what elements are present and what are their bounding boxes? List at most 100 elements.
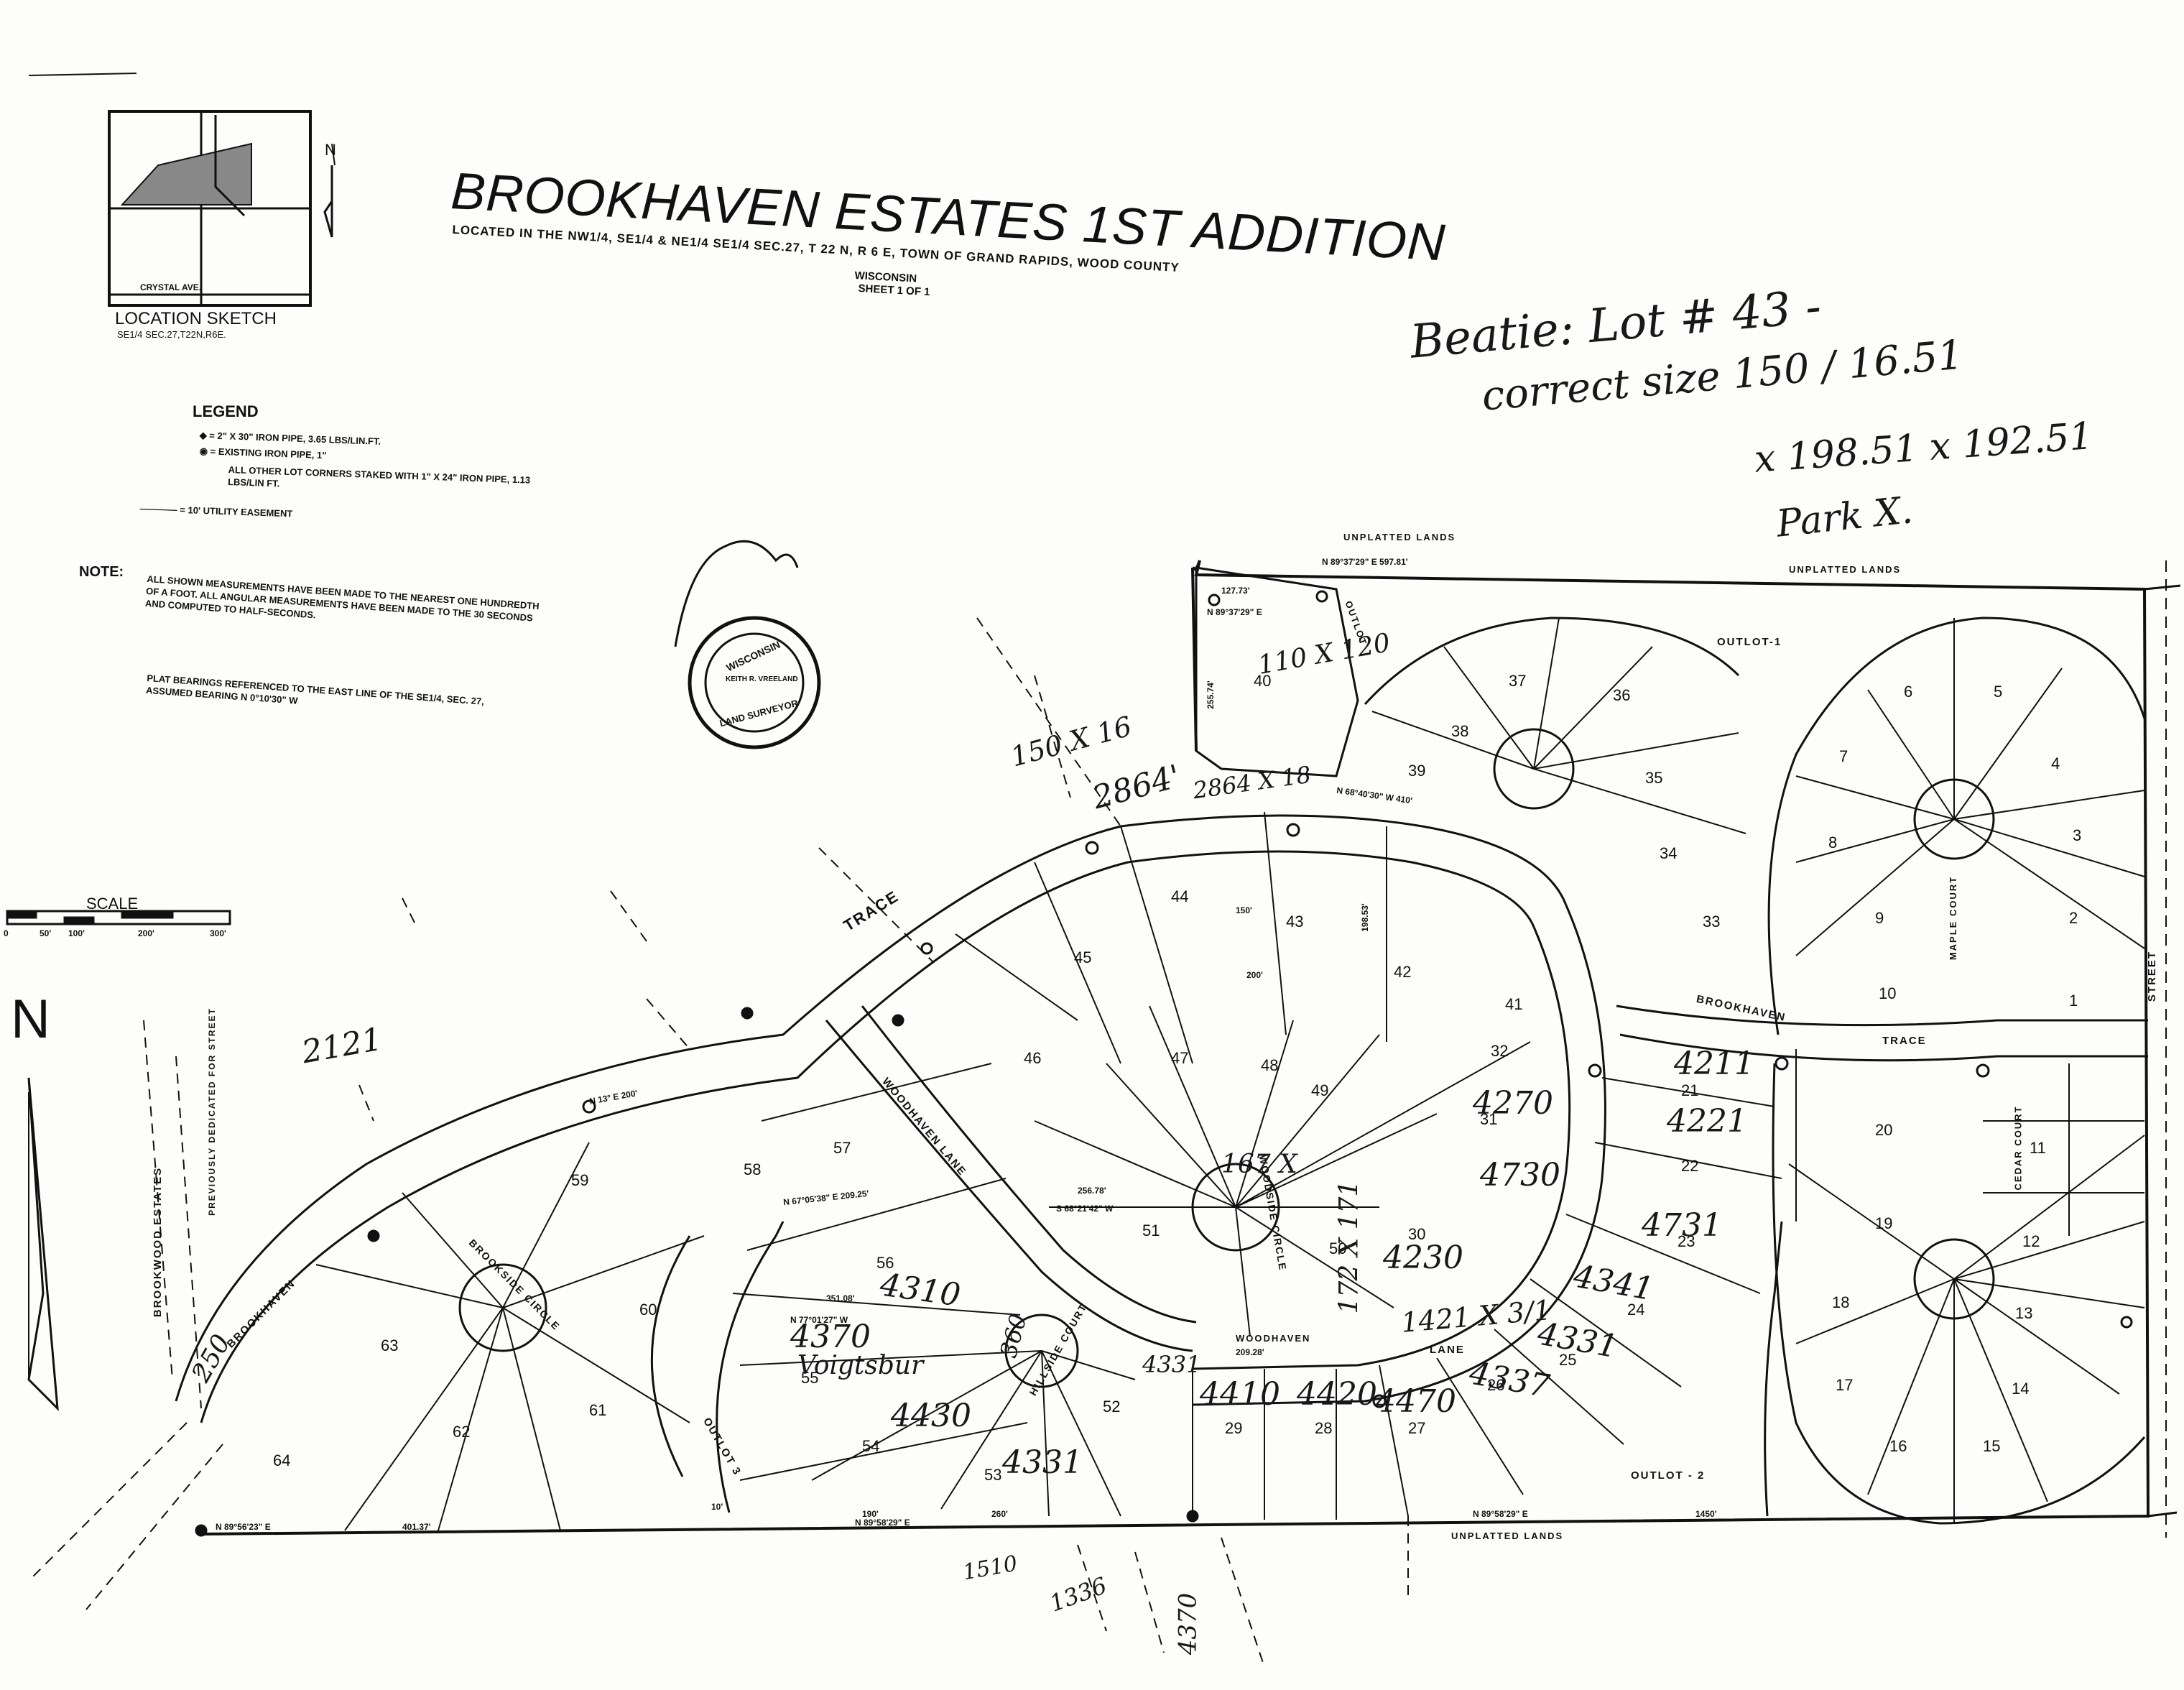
lot-number: 10 <box>1879 984 1897 1002</box>
dimension: 1450' <box>1695 1509 1717 1519</box>
brookside-circle <box>458 1263 547 1352</box>
lot-number: 28 <box>1315 1419 1333 1437</box>
lot-number: 33 <box>1703 913 1721 931</box>
lot-number: 51 <box>1142 1222 1160 1239</box>
lot-number: 36 <box>1613 686 1631 704</box>
lot-number: 1 <box>2069 992 2078 1010</box>
lot-number: 44 <box>1171 887 1189 905</box>
location-sketch-sub: SE1/4 SEC.27,T22N,R6E. <box>117 329 226 340</box>
lot-number: 56 <box>876 1254 894 1272</box>
handwritten-number: 4731 <box>1642 1207 1722 1244</box>
north-arrow-small <box>323 165 333 238</box>
lot-number: 30 <box>1408 1225 1426 1243</box>
dimension: N 89°58'29" E <box>1473 1509 1528 1519</box>
road-label: WOODHAVEN <box>1236 1333 1311 1344</box>
scale-tick: 0 <box>4 928 9 938</box>
road-label: STREET <box>2146 950 2159 1002</box>
scale-tick: 100' <box>68 928 85 938</box>
handwritten-number: Voigtsbur <box>797 1351 924 1380</box>
lot-number: 40 <box>1254 672 1272 690</box>
handwritten-number: 4410 <box>1200 1376 1280 1413</box>
cul-de-sac-north <box>1493 728 1575 810</box>
lot-number: 2 <box>2069 909 2078 927</box>
dimension: 127.73' <box>1221 586 1250 596</box>
lot-number: 21 <box>1681 1081 1699 1099</box>
dimension: 401.37' <box>402 1522 431 1532</box>
lot-number: 24 <box>1627 1301 1645 1319</box>
handwritten-number: 4420 <box>1297 1376 1377 1413</box>
dimension: 209.28' <box>1236 1347 1264 1357</box>
lot-number: 22 <box>1681 1157 1699 1175</box>
area-label: UNPLATTED LANDS <box>1451 1530 1564 1541</box>
dimension: 200' <box>1246 970 1263 980</box>
lot-number: 5 <box>1994 683 2003 701</box>
handwritten-number: 4230 <box>1383 1239 1463 1276</box>
lot-number: 46 <box>1024 1049 1042 1067</box>
north-label-large: N <box>11 989 50 1050</box>
lot-number: 37 <box>1509 672 1527 690</box>
lot-number: 20 <box>1875 1121 1893 1139</box>
handwritten-number: 4221 <box>1667 1103 1747 1140</box>
north-label-small: N <box>325 141 336 159</box>
area-label: UNPLATTED LANDS <box>1789 564 1902 575</box>
lot-number: 17 <box>1836 1376 1854 1394</box>
lot-number: 64 <box>273 1451 291 1469</box>
dimension: 351.08' <box>826 1293 855 1303</box>
lot-number: 54 <box>862 1437 880 1455</box>
lot-number: 38 <box>1451 722 1469 740</box>
lot-number: 32 <box>1491 1042 1509 1060</box>
lot-number: 8 <box>1828 834 1838 851</box>
outlot-label: OUTLOT - 2 <box>1631 1469 1706 1482</box>
dimension: 190' <box>862 1509 879 1519</box>
dimension: N 77°01'27" W <box>790 1315 848 1325</box>
dimension: N 89°58'29" E <box>855 1518 910 1528</box>
lot-number: 13 <box>2015 1304 2033 1322</box>
handwritten-number: 4211 <box>1674 1045 1754 1082</box>
scale-tick: 300' <box>210 928 226 938</box>
lot-number: 26 <box>1487 1376 1505 1394</box>
lot-number: 7 <box>1839 747 1848 765</box>
lot-number: 27 <box>1408 1419 1426 1437</box>
outlot-label: OUTLOT-1 <box>1717 636 1782 648</box>
legend-title: LEGEND <box>193 402 259 420</box>
scale-tick: 200' <box>138 928 154 938</box>
lot-number: 34 <box>1660 844 1678 862</box>
location-sketch-road: CRYSTAL AVE. <box>140 282 202 292</box>
lot-number: 41 <box>1505 995 1523 1013</box>
scale-label: SCALE <box>86 895 139 913</box>
road-label: MAPLE COURT <box>1948 875 1959 961</box>
dimension: S 68°21'42" W <box>1056 1204 1114 1214</box>
lot-number: 57 <box>833 1139 851 1157</box>
lot-number: 23 <box>1678 1232 1695 1250</box>
handwritten-number: 4331 <box>1142 1351 1201 1378</box>
scale-bar <box>6 910 231 925</box>
lot-number: 53 <box>984 1466 1002 1484</box>
seal-name: KEITH R. VREELAND <box>726 675 798 683</box>
handwritten-number: 4730 <box>1480 1157 1560 1193</box>
lot-number: 19 <box>1875 1214 1893 1232</box>
location-sketch-label: LOCATION SKETCH <box>115 309 277 328</box>
scale-tick: 50' <box>40 928 52 938</box>
lot-number: 45 <box>1074 948 1092 966</box>
handwritten-number: 4331 <box>1002 1444 1083 1481</box>
lot-number: 52 <box>1103 1398 1121 1416</box>
lot-number: 12 <box>2022 1232 2040 1250</box>
lot-number: 35 <box>1645 769 1663 787</box>
lot-number: 16 <box>1889 1437 1907 1455</box>
road-label: LANE <box>1430 1344 1465 1356</box>
lot-number: 39 <box>1408 762 1426 780</box>
handwritten-number: 4470 <box>1376 1383 1456 1420</box>
lot-number: 31 <box>1480 1110 1498 1128</box>
area-label: UNPLATTED LANDS <box>1343 532 1456 542</box>
area-label: PREVIOUSLY DEDICATED FOR STREET <box>206 1007 217 1216</box>
lot-number: 6 <box>1904 683 1913 701</box>
dimension: 260' <box>991 1509 1008 1519</box>
dimension: 256.78' <box>1078 1186 1106 1196</box>
lot-number: 50 <box>1329 1239 1347 1257</box>
lot-number: 3 <box>2073 826 2082 844</box>
lot-number: 48 <box>1261 1056 1279 1074</box>
road-label: CEDAR COURT <box>2012 1105 2024 1191</box>
area-label: BROOKWOOD ESTATES <box>152 1166 165 1318</box>
lot-number: 61 <box>589 1401 607 1419</box>
